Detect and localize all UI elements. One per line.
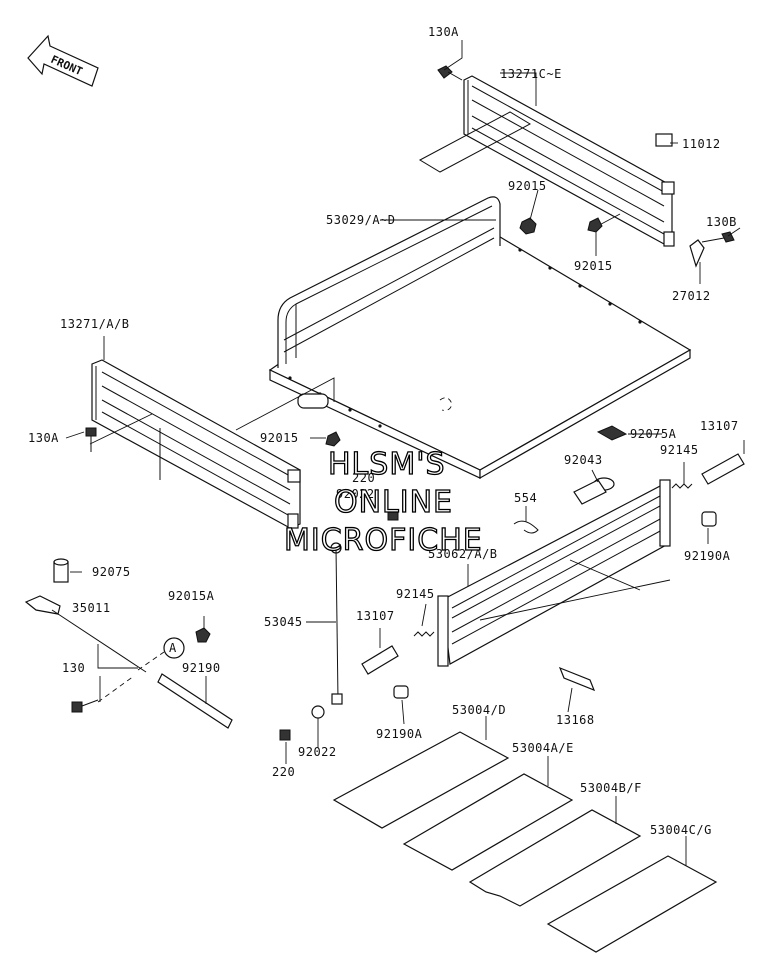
- bushing-icon: [573, 477, 615, 505]
- part-label: 53004A/E: [512, 741, 574, 755]
- nut-icon: [325, 431, 341, 447]
- watermark: HLSM'S ONLINE MICROFICHE: [283, 446, 483, 558]
- spring-icon: [413, 631, 435, 637]
- nut-icon: [195, 627, 211, 643]
- clip-icon: [513, 520, 539, 534]
- nut-icon: [519, 217, 537, 235]
- part-label: 92022: [298, 745, 337, 759]
- callout-a-icon: [163, 637, 185, 659]
- part-label: 92190A: [376, 727, 423, 741]
- callout-a-label: A: [169, 641, 177, 655]
- part-label: 13107: [700, 419, 739, 433]
- watermark-line-3: MICROFICHE: [284, 523, 483, 558]
- part-label: 130A: [28, 431, 59, 445]
- mat-53004AE: [402, 773, 574, 871]
- part-label: 13168: [556, 713, 595, 727]
- block-icon: [596, 425, 628, 441]
- hardware: A: [24, 65, 745, 741]
- watermark-line-1: HLSM'S: [328, 447, 446, 482]
- part-label: 92145: [396, 587, 435, 601]
- side-panel-rear: [418, 75, 675, 247]
- part-label: 92075: [92, 565, 131, 579]
- pin-icon: [361, 645, 399, 675]
- part-label: 92015A: [168, 589, 215, 603]
- part-label: 53004/D: [452, 703, 506, 717]
- part-label: 554: [514, 491, 537, 505]
- part-label: 130B: [706, 215, 737, 229]
- bolt-icon: [701, 231, 735, 243]
- part-label: 130A: [428, 25, 459, 39]
- bolt-icon: [85, 427, 97, 452]
- part-label: 35011: [72, 601, 111, 615]
- screw-icon: [279, 729, 291, 741]
- watermark-line-2: ONLINE: [334, 485, 453, 520]
- bushing-icon: [701, 511, 717, 527]
- washer-icon: [311, 705, 325, 719]
- part-label: 92190A: [684, 549, 731, 563]
- cargo-bed: [268, 196, 692, 480]
- bolt-icon: [71, 699, 99, 713]
- part-label: 92015: [574, 259, 613, 273]
- part-label: 13271C~E: [500, 67, 562, 81]
- screw-icon: [387, 509, 399, 521]
- part-label: 220: [272, 765, 295, 779]
- mat-53004D: [332, 731, 510, 829]
- part-label: 92145: [660, 443, 699, 457]
- side-panel-left: [89, 359, 335, 529]
- part-label: 92043: [564, 453, 603, 467]
- part-label: 220: [352, 471, 375, 485]
- mat-53004BF: [468, 809, 642, 907]
- part-label: 92075A: [630, 427, 677, 441]
- mat-53004CG: [546, 855, 718, 953]
- cap-icon: [655, 133, 673, 147]
- cap-icon: [53, 558, 69, 583]
- part-label: 53004B/F: [580, 781, 642, 795]
- pin-icon: [701, 453, 745, 485]
- part-labels: 130A 13271C~E 11012 92015 53029/A~D 130B…: [28, 25, 739, 837]
- part-label: 53004C/G: [650, 823, 712, 837]
- nut-icon: [587, 217, 603, 233]
- part-label: 11012: [682, 137, 721, 151]
- part-label: 130: [62, 661, 85, 675]
- part-label: 53029/A~D: [326, 213, 396, 227]
- part-label: 13271/A/B: [60, 317, 130, 331]
- part-label: 53062/A/B: [428, 547, 498, 561]
- floor-mats: [332, 731, 718, 953]
- cable-icon: [331, 547, 343, 705]
- bracket-icon: [689, 239, 705, 268]
- tailgate: [437, 479, 671, 667]
- bolt-icon: [437, 65, 463, 81]
- part-label: 27012: [672, 289, 711, 303]
- lever-icon: [24, 595, 147, 673]
- latch-pin-icon: [558, 666, 596, 692]
- part-label: 92190: [182, 661, 221, 675]
- bushing-icon: [393, 685, 409, 699]
- leader-lines: [65, 40, 745, 866]
- part-label: 92015: [260, 431, 299, 445]
- part-label: 13107: [356, 609, 395, 623]
- part-label: 92022: [336, 487, 375, 501]
- part-label: 92015: [508, 179, 547, 193]
- spring-icon: [671, 483, 693, 489]
- front-arrow-icon: FRONT: [27, 34, 99, 87]
- part-label: 53045: [264, 615, 303, 629]
- rod-icon: [157, 673, 233, 729]
